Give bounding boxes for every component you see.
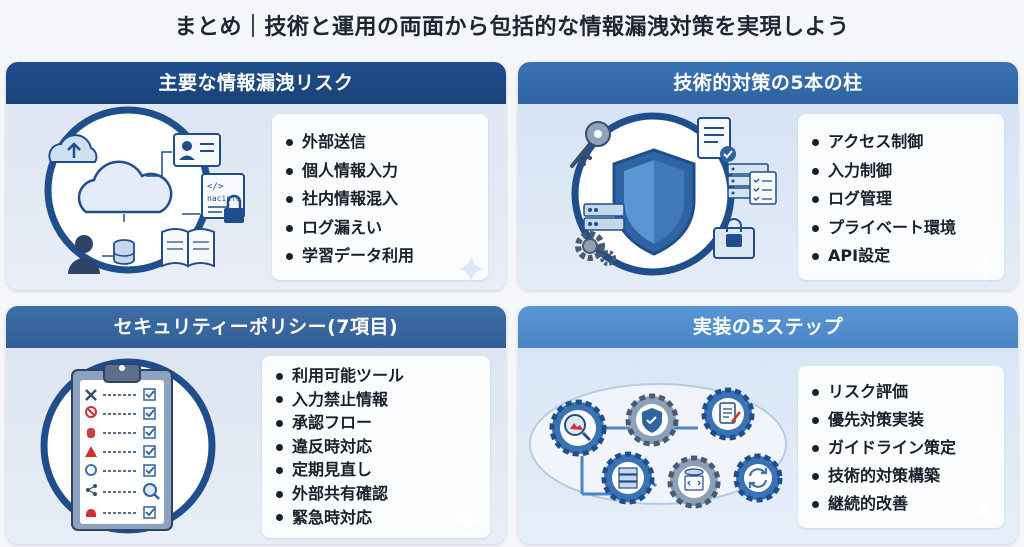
- list-item: 入力禁止情報: [272, 388, 480, 412]
- steps-list: リスク評価 優先対策実装 ガイドライン策定 技術的対策構築 継続的改善: [798, 366, 1004, 528]
- list-item: 継続的改善: [808, 490, 994, 518]
- magnifier-icon: [143, 483, 160, 500]
- alarm-icon: [86, 509, 96, 517]
- list-item: 学習データ利用: [282, 242, 478, 271]
- policy-illustration: [40, 358, 216, 534]
- list-item: 個人情報入力: [282, 157, 478, 186]
- list-item: 違反時対応: [272, 435, 480, 459]
- sparkle-icon: [972, 500, 998, 526]
- list-item: 承認フロー: [272, 411, 480, 435]
- list-item: 外部共有確認: [272, 482, 480, 506]
- hand-icon: [87, 428, 95, 438]
- svg-text:</>: </>: [207, 182, 224, 192]
- tools-icon: [85, 389, 97, 401]
- database-icon: [113, 239, 135, 265]
- risk-list: 外部送信 個人情報入力 社内情報混入 ログ漏えい 学習データ利用: [272, 114, 488, 280]
- list-item: アクセス制御: [808, 128, 994, 157]
- server-icon: [583, 203, 625, 231]
- list-item: 技術的対策構築: [808, 462, 994, 490]
- lock-icon: [713, 218, 755, 259]
- page-title: まとめ｜技術と運用の両面から包括的な情報漏洩対策を実現しよう: [174, 15, 850, 40]
- shield-icon: [612, 148, 696, 256]
- sparkle-icon: [452, 506, 482, 536]
- panel-header: 技術的対策の5本の柱: [518, 62, 1018, 104]
- policy-list: 利用可能ツール 入力禁止情報 承認フロー 違反時対応 定期見直し 外部共有確認 …: [262, 356, 490, 538]
- list-item: 優先対策実装: [808, 406, 994, 434]
- panel-header: 主要な情報漏洩リスク: [6, 62, 506, 104]
- svg-text:nacinfo: nacinfo: [207, 194, 241, 203]
- list-item: 定期見直し: [272, 458, 480, 482]
- id-card-icon: [173, 133, 221, 167]
- panel-body: </> nacinfo: [6, 104, 506, 290]
- refresh-gear-icon: [733, 453, 783, 503]
- list-item: API設定: [808, 242, 994, 271]
- code-gear-icon: [667, 455, 721, 509]
- checklist-rows: [103, 388, 156, 519]
- list-item: 緊急時対応: [272, 506, 480, 530]
- book-icon: [161, 228, 215, 268]
- technical-list: アクセス制御 入力制御 ログ管理 プライベート環境 API設定: [798, 114, 1004, 280]
- code-file-icon: </> nacinfo: [201, 173, 245, 219]
- panel-body: 利用可能ツール 入力禁止情報 承認フロー 違反時対応 定期見直し 外部共有確認 …: [6, 348, 506, 544]
- refresh-icon: [85, 464, 97, 476]
- list-item: 社内情報混入: [282, 185, 478, 214]
- panel-security-policy: セキュリティーポリシー(7項目): [6, 306, 506, 544]
- share-icon: [86, 484, 97, 496]
- server-gear-icon: [601, 451, 655, 505]
- shield-gear-icon: [625, 393, 679, 447]
- prohibited-icon: [85, 406, 97, 418]
- list-item: 外部送信: [282, 128, 478, 157]
- key-icon: [570, 121, 611, 168]
- panel-body: アクセス制御 入力制御 ログ管理 プライベート環境 API設定: [518, 104, 1018, 290]
- panel-risks: 主要な情報漏洩リスク </> nacinfo: [6, 62, 506, 290]
- risk-search-gear-icon: [549, 399, 607, 457]
- user-icon: [68, 235, 100, 274]
- list-item: プライベート環境: [808, 214, 994, 243]
- upload-cloud-icon: [48, 134, 98, 163]
- panel-header: 実装の5ステップ: [518, 306, 1018, 348]
- list-item: ログ管理: [808, 185, 994, 214]
- document-gear-icon: [701, 387, 755, 441]
- list-item: リスク評価: [808, 378, 994, 406]
- panel-body: リスク評価 優先対策実装 ガイドライン策定 技術的対策構築 継続的改善: [518, 348, 1018, 544]
- lock-icon: [224, 194, 244, 223]
- panel-header: セキュリティーポリシー(7項目): [6, 306, 506, 348]
- panel-implementation-steps: 実装の5ステップ: [518, 306, 1018, 544]
- list-item: ログ漏えい: [282, 214, 478, 243]
- list-item: 入力制御: [808, 157, 994, 186]
- warning-icon: [85, 446, 97, 457]
- sparkle-icon: [458, 256, 484, 282]
- steps-illustration: [529, 383, 787, 509]
- checklist-icon: [749, 171, 777, 205]
- cloud-icon: [77, 160, 173, 214]
- risk-illustration: </> nacinfo: [44, 106, 245, 274]
- document-check-icon: [697, 117, 736, 162]
- sparkle-icon: [972, 256, 998, 282]
- list-item: ガイドライン策定: [808, 434, 994, 462]
- gear-icon: [575, 231, 616, 266]
- clipboard-icon: [71, 363, 173, 531]
- technical-illustration: [570, 112, 777, 276]
- list-item: 利用可能ツール: [272, 364, 480, 388]
- panel-technical-measures: 技術的対策の5本の柱: [518, 62, 1018, 290]
